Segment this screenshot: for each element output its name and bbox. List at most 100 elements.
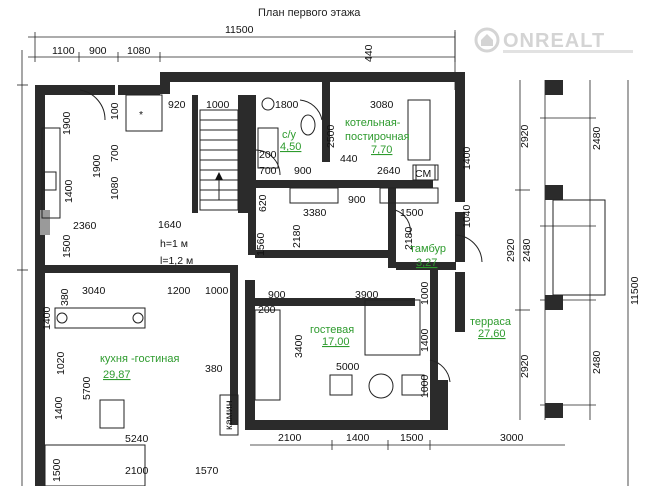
room-boiler-area: 7,70 <box>371 144 392 156</box>
dim-700: 700 <box>259 165 277 177</box>
dim-left-7: 5700 <box>81 376 93 400</box>
dim-right-5: 2920 <box>519 354 531 378</box>
room-guest-area: 17,00 <box>322 336 350 348</box>
dim-200a: 200 <box>259 149 277 161</box>
dim-1000b: 1000 <box>205 285 229 297</box>
dim-1570: 1570 <box>195 465 219 477</box>
dim-380a: 380 <box>59 288 71 306</box>
dim-v-100: 100 <box>109 102 121 120</box>
dim-left-2: 1900 <box>91 154 103 178</box>
dim-left-3: 1400 <box>63 179 75 203</box>
dim-v-1000b: 1000 <box>419 374 431 398</box>
terrace-posts <box>545 80 606 418</box>
dim-right-6: 2480 <box>591 350 603 374</box>
dim-v-1080: 1080 <box>109 176 121 200</box>
room-boiler: котельная- постирочная 7,70 <box>345 117 410 156</box>
dim-v-2180a: 2180 <box>291 224 303 248</box>
dim-bottom-2: 1400 <box>346 432 370 444</box>
room-vestibule-area: 3,27 <box>416 257 437 269</box>
dim-1640: 1640 <box>158 219 182 231</box>
room-guest: гостевая 17,00 <box>310 324 354 348</box>
dim-top-total: 11500 <box>225 24 254 36</box>
dim-440: 440 <box>340 153 358 165</box>
room-bathroom: с/у 4,50 <box>280 129 301 153</box>
watermark-logo: ONREALT <box>474 27 633 53</box>
top-dimension-lines <box>28 30 456 90</box>
room-terrace-area: 27,60 <box>478 328 506 340</box>
fixtures: * <box>41 94 439 486</box>
dim-2640: 2640 <box>377 165 401 177</box>
dim-900c: 900 <box>268 289 286 301</box>
cm-box <box>412 164 436 181</box>
dim-right-2: 2480 <box>591 126 603 150</box>
room-kitchen-living: кухня -гостиная 29,87 <box>100 353 179 381</box>
note-height: h=1 м <box>160 238 188 250</box>
note-length: l=1,2 м <box>160 255 193 267</box>
dim-3080: 3080 <box>370 99 394 111</box>
dim-920: 920 <box>168 99 186 111</box>
room-terrace-name: терраса <box>470 316 512 328</box>
plan-title: План первого этажа <box>258 7 361 19</box>
dim-right-total: 11500 <box>629 276 641 305</box>
dim-v-1000a: 1000 <box>419 281 431 305</box>
dim-1200: 1200 <box>167 285 191 297</box>
dim-left-5: 1400 <box>41 306 53 330</box>
dim-v-3400: 3400 <box>293 334 305 358</box>
dim-v-1400a: 1400 <box>419 328 431 352</box>
svg-text:*: * <box>139 109 143 121</box>
dim-top-4: 440 <box>363 44 375 62</box>
note-kamin: камин <box>223 400 235 430</box>
dim-200b: 200 <box>258 304 276 316</box>
room-vestibule-name: тамбур <box>410 243 446 255</box>
dim-top-2: 900 <box>89 45 107 57</box>
dim-3900: 3900 <box>355 289 379 301</box>
door-swings <box>79 89 483 383</box>
dim-1800: 1800 <box>275 99 299 111</box>
room-boiler-name: котельная- <box>345 117 401 129</box>
room-guest-name: гостевая <box>310 324 354 336</box>
room-kitchen-name: кухня -гостиная <box>100 353 179 365</box>
dim-v-1400b: 1400 <box>461 146 473 170</box>
room-boiler-name2: постирочная <box>345 131 410 143</box>
dim-left-8: 1400 <box>53 396 65 420</box>
dim-right-3: 2920 <box>505 238 517 262</box>
dim-380b: 380 <box>205 363 223 375</box>
dim-bottom-3: 1500 <box>400 432 424 444</box>
dim-v-2500: 2500 <box>325 124 337 148</box>
room-bathroom-name: с/у <box>282 129 297 141</box>
dim-v-1040: 1040 <box>461 204 473 228</box>
dim-900b: 900 <box>348 194 366 206</box>
interior-walls <box>35 82 456 425</box>
room-bathroom-area: 4,50 <box>280 141 301 153</box>
bottom-dimension-lines <box>250 440 565 450</box>
dim-5240: 5240 <box>125 433 149 445</box>
dim-1000a: 1000 <box>206 99 230 111</box>
dim-1500a: 1500 <box>400 207 424 219</box>
dim-5000: 5000 <box>336 361 360 373</box>
dim-left-4: 1500 <box>61 234 73 258</box>
dim-v-2180b: 2180 <box>403 226 415 250</box>
staircase <box>199 109 239 211</box>
dim-v-620: 620 <box>257 194 269 212</box>
exterior-walls <box>35 72 465 486</box>
dim-bottom-1: 2100 <box>278 432 302 444</box>
dim-3380: 3380 <box>303 207 327 219</box>
dim-v-700: 700 <box>109 144 121 162</box>
note-cm: СМ <box>415 168 431 180</box>
dim-top-3: 1080 <box>127 45 151 57</box>
room-vestibule: тамбур 3,27 <box>410 243 446 269</box>
right-dimension-lines <box>515 80 629 486</box>
dim-900a: 900 <box>294 165 312 177</box>
dim-left-1: 1900 <box>61 111 73 135</box>
dim-2100b: 2100 <box>125 465 149 477</box>
dim-v-1560: 1560 <box>255 232 267 256</box>
dim-left-9: 1500 <box>51 458 63 482</box>
room-kitchen-area: 29,87 <box>103 369 131 381</box>
room-terrace: терраса 27,60 <box>470 316 512 340</box>
left-dimension-lines <box>17 50 28 486</box>
watermark-text: ONREALT <box>503 30 605 52</box>
dim-left-6: 1020 <box>55 351 67 375</box>
dim-top-1: 1100 <box>52 45 75 57</box>
dim-3040: 3040 <box>82 285 106 297</box>
